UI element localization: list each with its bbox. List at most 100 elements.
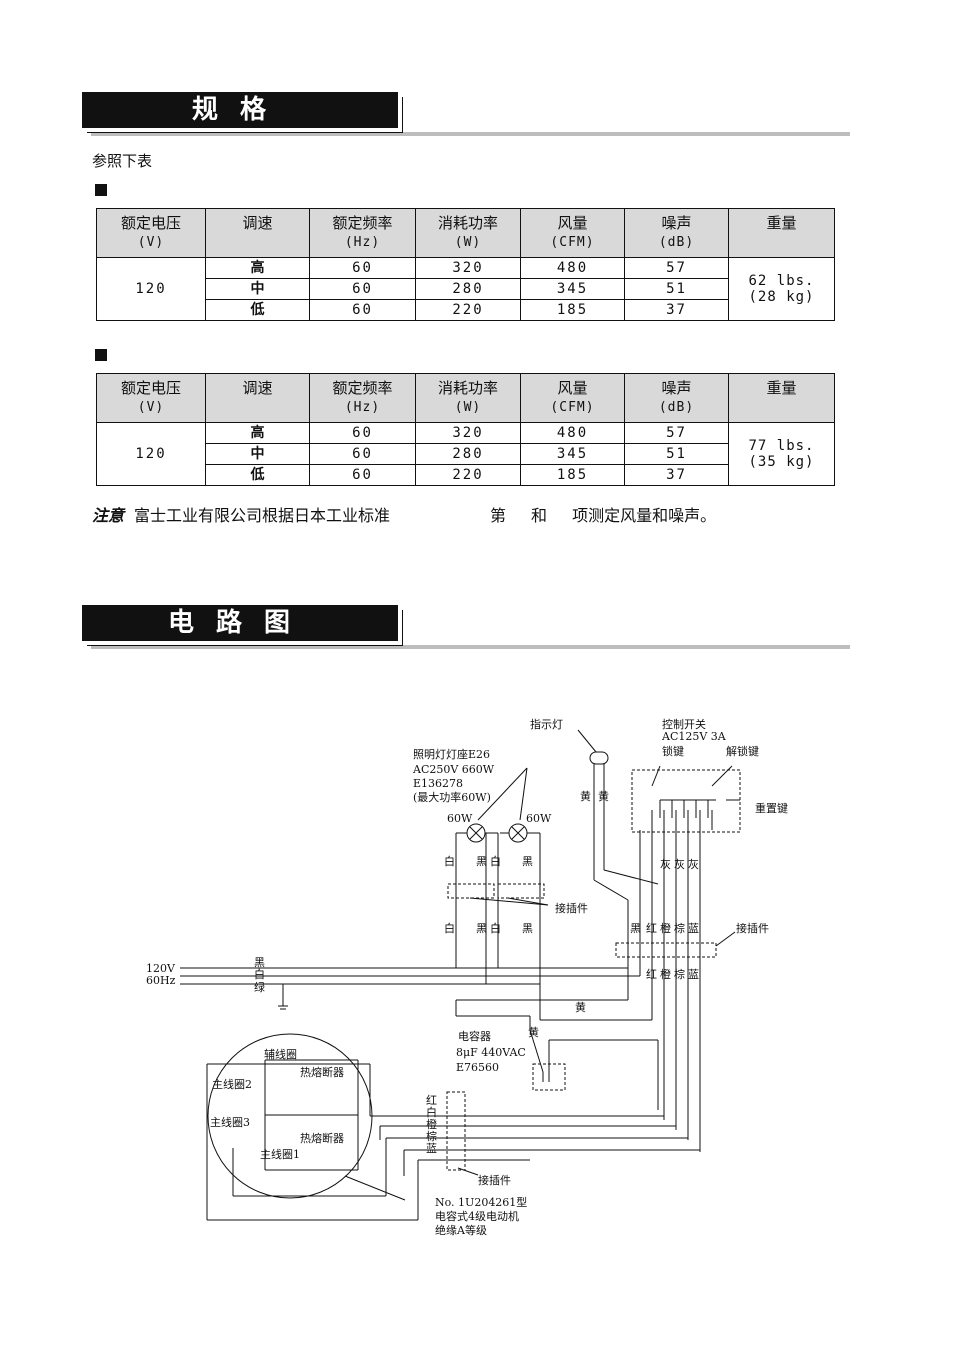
voltage-cell: 120	[96, 422, 206, 486]
wire-label-black-lamp1: 黑	[476, 855, 487, 868]
power-cell: 320	[415, 257, 521, 279]
wire-label-white-motor: 白	[426, 1105, 437, 1119]
label-main-coil-3: 主线圈3	[210, 1115, 250, 1129]
header-voltage: 额定电压(V)	[96, 208, 206, 258]
wire-label-black-lower2: 黑	[522, 922, 533, 935]
frequency-cell: 60	[309, 443, 416, 465]
label-motor-model: No. 1U204261型	[435, 1195, 527, 1209]
airflow-cell: 480	[520, 422, 625, 444]
table-row: 120 高 60 320 480 57 77 lbs.(35 kg)	[96, 422, 835, 486]
label-capacitor: 电容器	[458, 1029, 491, 1043]
note-label: 注意	[92, 506, 125, 525]
speed-cell: 低	[205, 464, 310, 486]
label-capacitor-code: E76560	[456, 1061, 499, 1074]
noise-cell: 57	[624, 257, 729, 279]
wire-label-orange-sw: 橙	[660, 921, 671, 935]
label-indicator-lamp: 指示灯	[530, 717, 563, 731]
label-main-coil-2: 主线圈2	[212, 1077, 252, 1091]
wire-label-white: 白	[254, 967, 265, 981]
label-lamp-max: (最大功率60W)	[413, 790, 491, 804]
bullet-square-2	[95, 349, 107, 361]
header-weight: 重量	[728, 208, 835, 258]
label-control-switch: 控制开关	[662, 717, 706, 731]
spec-table-2: 额定电压(V) 调速 额定频率(Hz) 消耗功率(W) 风量(CFM) 噪声(d…	[96, 373, 835, 486]
wire-label-yellow-cap: 黄	[528, 1025, 539, 1039]
note-text-2: 第	[490, 506, 507, 525]
table-row: 低 60 220 185 37	[97, 464, 835, 486]
table-row: 低 60 220 185 37	[97, 299, 835, 321]
airflow-cell: 345	[520, 443, 625, 465]
header-power: 消耗功率(W)	[415, 208, 521, 258]
table-header-row: 额定电压(V) 调速 额定频率(Hz) 消耗功率(W) 风量(CFM) 噪声(d…	[96, 373, 835, 423]
wire-label-yellow-lamp-2: 黄	[598, 789, 609, 803]
wire-label-orange-motor: 橙	[426, 1117, 437, 1131]
label-capacitor-rating: 8μF 440VAC	[456, 1046, 526, 1059]
header-power: 消耗功率(W)	[415, 373, 521, 423]
weight-cell: 62 lbs.(28 kg)	[728, 257, 835, 321]
power-cell: 320	[415, 422, 521, 444]
voltage-cell: 120	[96, 257, 206, 321]
label-unlock-key: 解锁键	[726, 744, 759, 758]
label-reset-key: 重置键	[755, 801, 788, 815]
label-supply-frequency: 60Hz	[146, 974, 176, 987]
wire-label-white-lower2: 白	[490, 921, 501, 935]
power-cell: 280	[415, 443, 521, 465]
label-motor-insulation: 绝缘A等级	[435, 1223, 487, 1237]
frequency-cell: 60	[309, 422, 416, 444]
power-cell: 280	[415, 278, 521, 300]
label-lamp-socket: 照明灯灯座E26	[413, 747, 490, 761]
frequency-cell: 60	[309, 464, 416, 486]
spec-table-1: 额定电压(V) 调速 额定频率(Hz) 消耗功率(W) 风量(CFM) 噪声(d…	[96, 208, 835, 321]
wire-label-gray-2: 灰	[674, 857, 685, 871]
label-supply-voltage: 120V	[146, 962, 176, 975]
table-row: 中 60 280 345 51	[97, 443, 835, 465]
wire-label-blue-lower: 蓝	[688, 968, 699, 981]
label-connector-3: 接插件	[478, 1173, 511, 1187]
spec-title-rule	[91, 132, 850, 136]
label-connector-2: 接插件	[736, 921, 769, 935]
label-main-coil-1: 主线圈1	[260, 1147, 300, 1161]
wire-label-black-lower1: 黑	[476, 922, 487, 935]
speed-cell: 中	[205, 443, 310, 465]
wire-label-green: 绿	[254, 980, 265, 994]
label-aux-coil: 辅线圈	[264, 1047, 297, 1061]
airflow-cell: 345	[520, 278, 625, 300]
header-frequency: 额定频率(Hz)	[309, 208, 416, 258]
wire-label-brown-motor: 棕	[426, 1129, 437, 1143]
label-connector-1: 接插件	[555, 901, 588, 915]
label-lock-key: 锁键	[662, 744, 684, 758]
speed-cell: 中	[205, 278, 310, 300]
airflow-cell: 185	[520, 464, 625, 486]
wiring-diagram: 指示灯 控制开关 AC125V 3A 锁键 解锁键 重置键 照明灯灯座E26 A…	[146, 717, 788, 1237]
header-voltage: 额定电压(V)	[96, 373, 206, 423]
wire-label-red-motor: 红	[426, 1094, 437, 1107]
label-motor-type: 电容式4级电动机	[435, 1209, 519, 1223]
wire-label-gray-1: 灰	[660, 857, 671, 871]
frequency-cell: 60	[309, 257, 416, 279]
wire-label-blue-sw: 蓝	[688, 922, 699, 935]
label-lamp-code: E136278	[413, 777, 463, 790]
airflow-cell: 185	[520, 299, 625, 321]
wire-label-brown-lower: 棕	[674, 967, 685, 981]
label-switch-rating: AC125V 3A	[661, 730, 727, 743]
wire-label-blue-motor: 蓝	[426, 1142, 437, 1155]
wire-label-red-sw: 红	[646, 922, 657, 935]
wire-label-black-lamp2: 黑	[522, 855, 533, 868]
wire-label-red-lower: 红	[646, 968, 657, 981]
speed-cell: 低	[205, 299, 310, 321]
note-text-1: 富士工业有限公司根据日本工业标准	[134, 506, 391, 525]
speed-cell: 高	[205, 257, 310, 279]
table-row: 中 60 280 345 51	[97, 278, 835, 300]
noise-cell: 51	[624, 278, 729, 300]
wire-label-gray-3: 灰	[688, 857, 699, 871]
header-noise: 噪声(dB)	[624, 208, 729, 258]
wire-label-white-lower1: 白	[444, 921, 455, 935]
reference-text: 参照下表	[92, 152, 153, 170]
wire-label-yellow: 黄	[575, 1000, 586, 1014]
wire-label-white-lamp1: 白	[444, 854, 455, 868]
wire-label-white-lamp2: 白	[490, 854, 501, 868]
wire-label-brown-sw: 棕	[674, 921, 685, 935]
bullet-square-1	[95, 184, 107, 196]
table-row: 120 高 60 320 480 57 62 lbs.(28 kg)	[96, 257, 835, 321]
noise-cell: 37	[624, 299, 729, 321]
